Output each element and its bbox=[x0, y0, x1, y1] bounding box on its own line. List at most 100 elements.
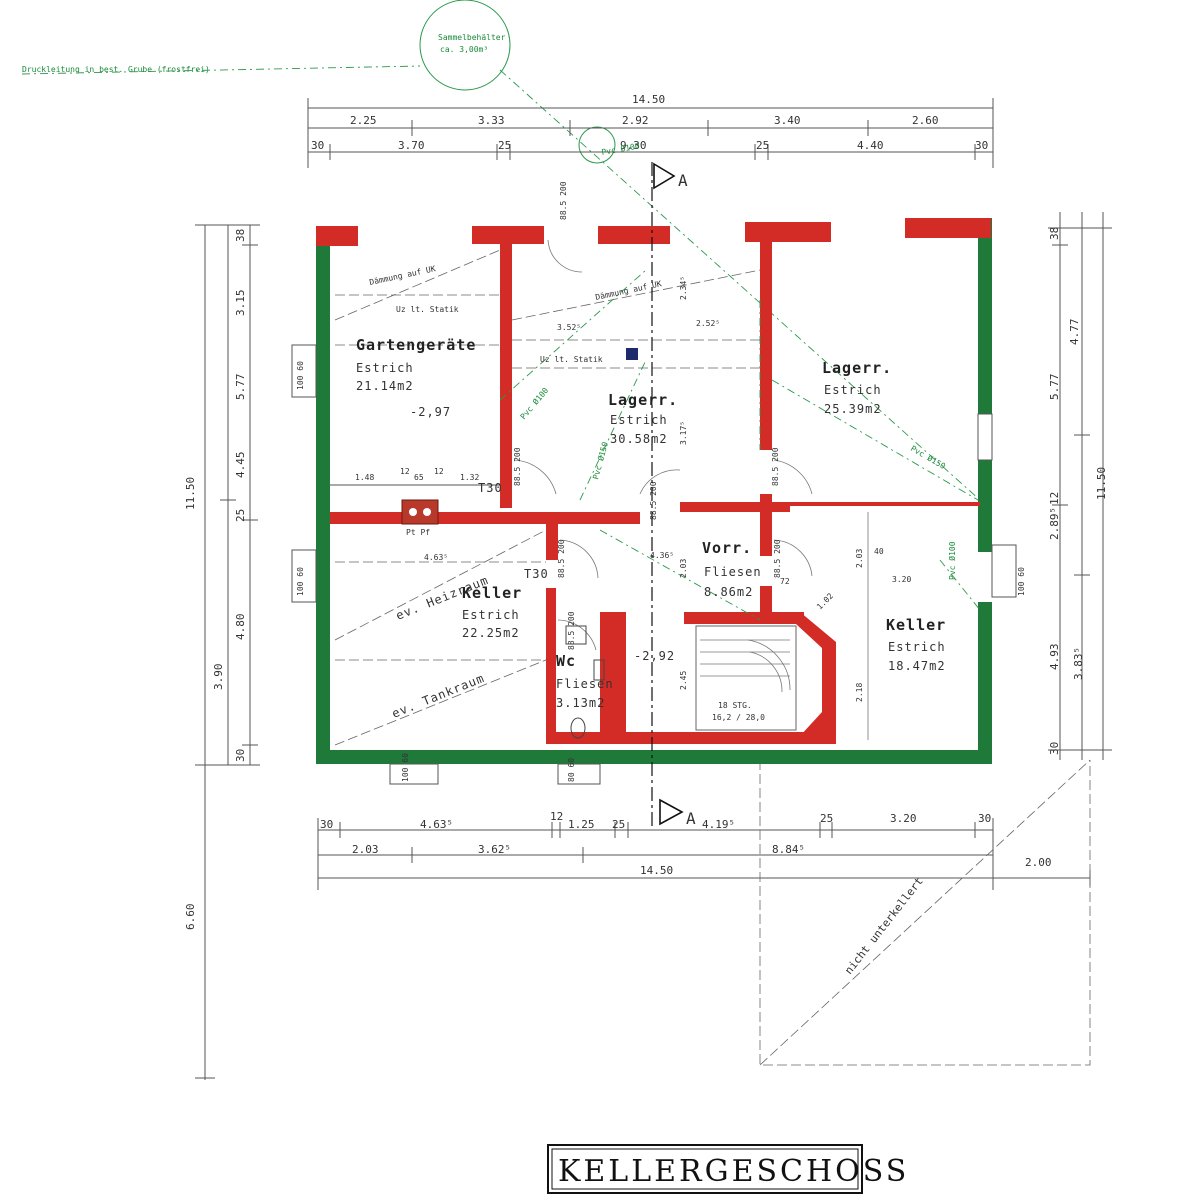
svg-text:2.45: 2.45 bbox=[679, 671, 688, 690]
svg-text:4.80: 4.80 bbox=[234, 614, 247, 641]
doors: 88.5 200 88.5 200 88.5 200 88.5 200 88.5… bbox=[513, 181, 813, 651]
svg-text:2.60: 2.60 bbox=[912, 114, 939, 127]
svg-text:5.77: 5.77 bbox=[1048, 374, 1061, 401]
svg-text:Fliesen: Fliesen bbox=[556, 677, 614, 691]
wc-fixtures bbox=[565, 625, 605, 739]
svg-text:2.18: 2.18 bbox=[855, 683, 864, 702]
svg-text:30: 30 bbox=[978, 812, 991, 825]
svg-text:Lagerr.: Lagerr. bbox=[822, 359, 892, 377]
svg-text:6.60: 6.60 bbox=[184, 904, 197, 931]
staircase: 18 STG. 16,2 / 28,0 bbox=[695, 625, 797, 731]
svg-text:Keller: Keller bbox=[462, 584, 522, 602]
room-name: Gartengeräte bbox=[356, 336, 476, 354]
svg-text:3.20: 3.20 bbox=[892, 575, 911, 584]
svg-text:Vorr.: Vorr. bbox=[702, 539, 752, 557]
svg-text:Uz lt. Statik: Uz lt. Statik bbox=[540, 355, 603, 364]
svg-text:Dämmung auf UK: Dämmung auf UK bbox=[369, 264, 437, 287]
svg-text:Estrich: Estrich bbox=[610, 413, 668, 427]
svg-text:Pt Pf: Pt Pf bbox=[406, 528, 430, 537]
windows: 100 60 100 60 100 60 100 60 80 60 bbox=[291, 344, 1026, 785]
svg-text:2.25: 2.25 bbox=[350, 114, 377, 127]
svg-text:1.32: 1.32 bbox=[460, 473, 479, 482]
svg-text:1.02: 1.02 bbox=[815, 591, 835, 611]
svg-text:88.5 200: 88.5 200 bbox=[567, 611, 576, 650]
room-keller-left: Keller Estrich 22.25m2 bbox=[462, 584, 522, 640]
svg-text:4.93: 4.93 bbox=[1048, 644, 1061, 671]
svg-text:Estrich: Estrich bbox=[356, 361, 414, 375]
svg-text:8.84⁵: 8.84⁵ bbox=[772, 843, 805, 856]
svg-text:21.14m2: 21.14m2 bbox=[356, 379, 414, 393]
svg-text:88.5 200: 88.5 200 bbox=[513, 447, 522, 486]
svg-text:Keller: Keller bbox=[886, 616, 946, 634]
svg-text:25: 25 bbox=[612, 818, 625, 831]
svg-text:3.40: 3.40 bbox=[774, 114, 801, 127]
svg-text:2.89⁵: 2.89⁵ bbox=[1048, 507, 1061, 540]
svg-text:A: A bbox=[686, 809, 696, 828]
svg-text:3.17⁵: 3.17⁵ bbox=[679, 421, 688, 445]
svg-text:12: 12 bbox=[550, 810, 563, 823]
svg-text:Lagerr.: Lagerr. bbox=[608, 391, 678, 409]
svg-text:3.83⁵: 3.83⁵ bbox=[1072, 647, 1085, 680]
svg-text:88.5 200: 88.5 200 bbox=[559, 181, 568, 220]
svg-text:3.62⁵: 3.62⁵ bbox=[478, 843, 511, 856]
svg-text:88.5 200: 88.5 200 bbox=[557, 539, 566, 578]
svg-text:4.63⁵: 4.63⁵ bbox=[424, 553, 448, 562]
room-keller-right: Keller Estrich 18.47m2 bbox=[886, 616, 946, 673]
svg-text:3.33: 3.33 bbox=[478, 114, 505, 127]
svg-text:88.5 200: 88.5 200 bbox=[649, 481, 658, 520]
dims-right: 38 4.77 5.77 12 2.89⁵ 4.93 3.83⁵ 30 11.5… bbox=[1048, 212, 1112, 760]
room-lagerr-right: Lagerr. Estrich 25.39m2 bbox=[822, 359, 892, 416]
svg-text:18.47m2: 18.47m2 bbox=[888, 659, 946, 673]
svg-text:2.52⁵: 2.52⁵ bbox=[696, 319, 720, 328]
svg-text:80 60: 80 60 bbox=[567, 758, 576, 782]
svg-text:3.90: 3.90 bbox=[212, 664, 225, 691]
svg-text:5.77: 5.77 bbox=[234, 374, 247, 401]
room-lagerr-center: Lagerr. Estrich 30.58m2 bbox=[608, 391, 678, 446]
title-box: KELLERGESCHOSS bbox=[547, 1144, 909, 1194]
svg-text:2.03: 2.03 bbox=[855, 549, 864, 568]
dims-bottom: 30 4.63⁵ 12 1.25 25 4.19⁵ 25 3.20 30 2.0… bbox=[317, 810, 1091, 890]
svg-text:30: 30 bbox=[320, 818, 333, 831]
tank-circle bbox=[419, 0, 511, 91]
svg-text:Wc: Wc bbox=[556, 652, 576, 670]
svg-text:4.36⁵: 4.36⁵ bbox=[650, 551, 674, 560]
note-top-left: Druckleitung in best. Grube (frostfrei) bbox=[22, 65, 210, 74]
svg-text:72: 72 bbox=[780, 577, 790, 586]
svg-text:2.03: 2.03 bbox=[352, 843, 379, 856]
main-drain-line bbox=[499, 69, 981, 501]
svg-text:4.45: 4.45 bbox=[234, 452, 247, 479]
svg-text:88.5 200: 88.5 200 bbox=[773, 539, 782, 578]
tank-label: Sammelbehälter bbox=[438, 33, 506, 42]
section-line: A A bbox=[651, 162, 696, 830]
svg-text:88.5 200: 88.5 200 bbox=[771, 447, 780, 486]
svg-text:Estrich: Estrich bbox=[462, 608, 520, 622]
plan-title: KELLERGESCHOSS bbox=[558, 1154, 909, 1189]
svg-text:100 60: 100 60 bbox=[296, 361, 305, 390]
svg-text:4.63⁵: 4.63⁵ bbox=[420, 818, 453, 831]
svg-text:38: 38 bbox=[1048, 227, 1061, 240]
svg-text:30: 30 bbox=[311, 139, 324, 152]
svg-text:8.86m2: 8.86m2 bbox=[704, 585, 753, 599]
svg-text:Pvc Ø100: Pvc Ø100 bbox=[947, 541, 957, 580]
svg-text:Fliesen: Fliesen bbox=[704, 565, 762, 579]
pressure-pipe bbox=[21, 65, 421, 75]
svg-text:30.58m2: 30.58m2 bbox=[610, 432, 668, 446]
svg-text:12: 12 bbox=[400, 467, 410, 476]
tankraum-label: ev. Tankraum bbox=[390, 671, 487, 721]
svg-text:22.25m2: 22.25m2 bbox=[462, 626, 520, 640]
svg-text:40: 40 bbox=[874, 547, 884, 556]
svg-text:11.50: 11.50 bbox=[1095, 467, 1108, 500]
svg-text:100 60: 100 60 bbox=[296, 567, 305, 596]
svg-text:2.92: 2.92 bbox=[622, 114, 649, 127]
svg-text:3.13m2: 3.13m2 bbox=[556, 696, 605, 710]
svg-text:2.00: 2.00 bbox=[1025, 856, 1052, 869]
tank-volume: ca. 3,00m³ bbox=[440, 45, 488, 54]
svg-text:30: 30 bbox=[234, 749, 247, 762]
svg-text:3.52⁵: 3.52⁵ bbox=[557, 323, 581, 332]
svg-text:A: A bbox=[678, 171, 688, 190]
svg-text:3.70: 3.70 bbox=[398, 139, 425, 152]
svg-text:14.50: 14.50 bbox=[640, 864, 673, 877]
svg-text:25: 25 bbox=[234, 509, 247, 522]
svg-text:16,2 / 28,0: 16,2 / 28,0 bbox=[712, 713, 765, 722]
